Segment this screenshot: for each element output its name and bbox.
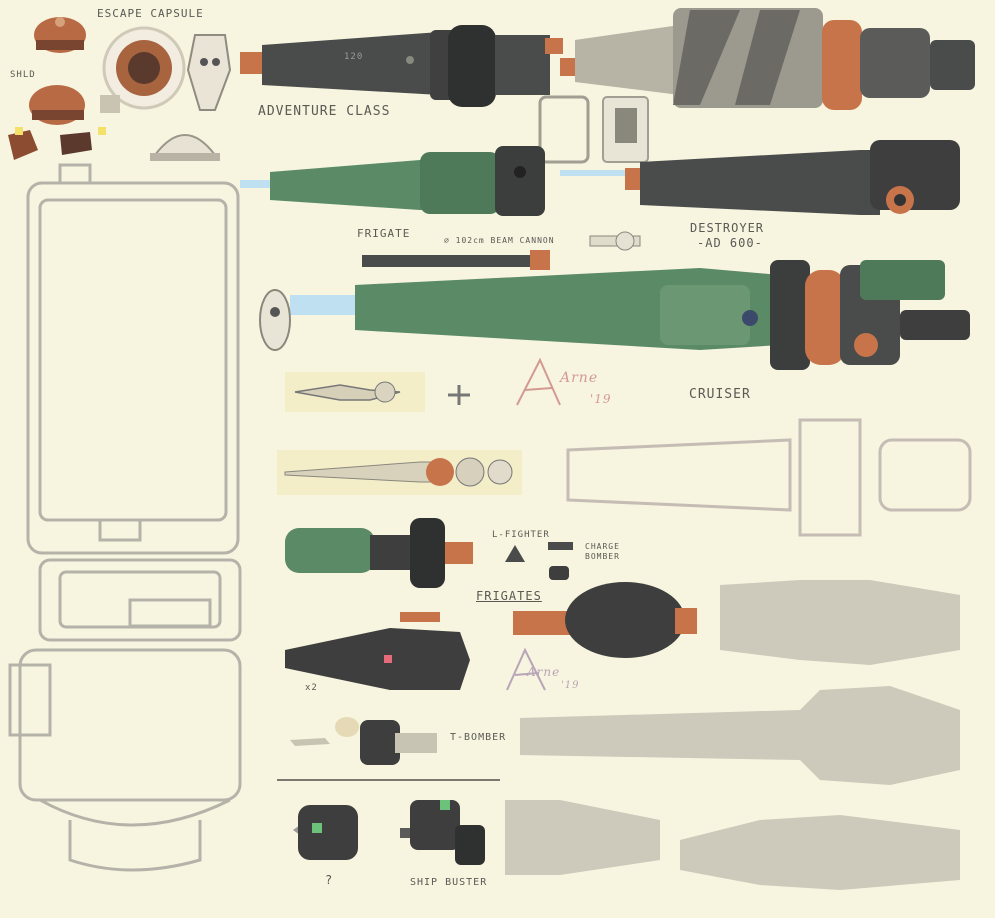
ship-buster [400, 800, 485, 865]
label-signature-1: Arne [560, 370, 599, 386]
label-question: ? [325, 873, 334, 887]
label-beam-cannon: ∅ 102cm BEAM CANNON [444, 236, 555, 245]
tiny-plane [448, 385, 470, 405]
label-destroyer-model: -AD 600- [697, 236, 763, 250]
l-fighter [505, 545, 525, 562]
small-hatch-icon [538, 95, 590, 164]
label-charge-bomber: CHARGE BOMBER [585, 542, 620, 561]
question-ship [293, 805, 358, 860]
dark-frigate [285, 612, 470, 690]
mech-portrait [602, 96, 649, 163]
label-frigates: FRIGATES [476, 589, 542, 603]
charge-bomber [548, 542, 573, 580]
label-cruiser: CRUISER [689, 387, 751, 402]
label-adventure-class: ADVENTURE CLASS [258, 104, 391, 119]
escape-capsule-top [34, 17, 86, 53]
silhouettes [505, 580, 960, 890]
long-cream-ship [277, 450, 522, 495]
capsule-front-view [100, 26, 186, 113]
label-signature-year-1: '19 [590, 392, 612, 406]
label-x2: x2 [305, 683, 318, 693]
label-frigate: FRIGATE [357, 227, 411, 240]
label-escape-capsule: ESCAPE CAPSULE [97, 7, 204, 20]
cruiser-front-view [259, 289, 291, 351]
label-t-bomber: T-BOMBER [450, 732, 507, 743]
small-drone [589, 231, 641, 251]
label-ship-buster: SHIP BUSTER [410, 877, 488, 888]
label-adventure-hull-number: 120 [344, 52, 364, 62]
green-frigate-small [285, 518, 473, 588]
escape-capsule-bottom [8, 85, 106, 160]
label-signature-year-2: '19 [561, 680, 580, 691]
spiky-frigate [513, 582, 697, 658]
probe-ship [285, 372, 425, 412]
label-shld: SHLD [10, 70, 36, 80]
t-bomber [290, 717, 437, 765]
large-pod-sketch [8, 163, 242, 872]
sketch-outline-ship [566, 418, 972, 537]
label-l-fighter: L-FIGHTER [492, 530, 550, 540]
destroyer-ship [560, 140, 960, 215]
cruiser-ship [290, 260, 970, 370]
label-destroyer: DESTROYER [690, 221, 765, 235]
beam-cannon [362, 250, 550, 270]
signature-mark [506, 357, 561, 691]
robot-head [186, 34, 232, 111]
camo-heavy-ship [560, 8, 975, 110]
adventure-class-ship [240, 25, 563, 107]
frigate-ship [240, 146, 545, 216]
label-signature-2: Arne [527, 665, 561, 679]
dome-pod [150, 134, 220, 161]
